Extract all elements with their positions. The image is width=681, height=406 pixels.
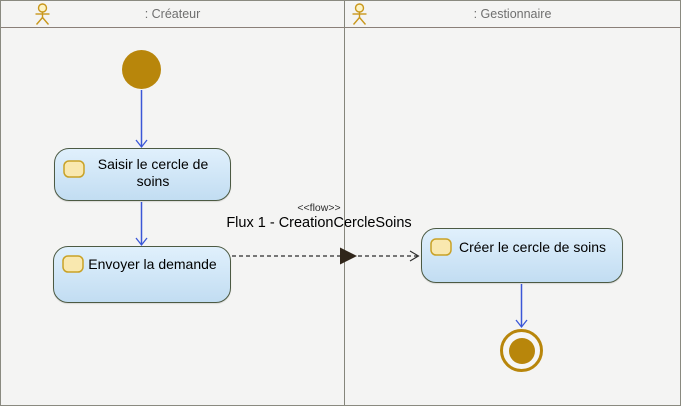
- activity-saisir-le-cercle-de-soins[interactable]: Saisir le cercle de soins: [54, 148, 231, 201]
- activity-label: Saisir le cercle de soins: [97, 156, 209, 189]
- activity-marker-icon: [62, 255, 84, 273]
- lane-title-gestionnaire: : Gestionnaire: [473, 7, 552, 21]
- activity-label: Créer le cercle de soins: [458, 239, 607, 255]
- lane-boundary-line: [344, 1, 345, 405]
- activity-creer-le-cercle-de-soins[interactable]: Créer le cercle de soins: [421, 228, 623, 283]
- actor-icon: [352, 3, 367, 25]
- activity-marker-icon: [430, 238, 452, 256]
- control-flow-start-to-saisir[interactable]: [135, 90, 148, 149]
- final-node[interactable]: [500, 329, 543, 372]
- control-flow-saisir-to-envoyer[interactable]: [135, 202, 148, 247]
- activity-marker-icon: [63, 160, 85, 178]
- final-node-inner-circle: [508, 337, 535, 364]
- control-flow-creer-to-final[interactable]: [515, 284, 528, 329]
- flow-edge-envoyer-to-creer[interactable]: [232, 247, 420, 265]
- flow-name: Flux 1 - CreationCercleSoins: [226, 215, 412, 231]
- lane-header-gestionnaire[interactable]: : Gestionnaire: [345, 1, 680, 27]
- flow-open-arrowhead: [409, 250, 420, 262]
- flow-label[interactable]: <<flow>> Flux 1 - CreationCercleSoins: [226, 202, 411, 232]
- activity-label: Envoyer la demande: [88, 256, 217, 272]
- header-separator-line: [1, 27, 680, 28]
- initial-node[interactable]: [122, 50, 161, 89]
- flow-stereotype: <<flow>>: [297, 202, 341, 214]
- activity-envoyer-la-demande[interactable]: Envoyer la demande: [53, 246, 231, 303]
- lane-title-createur: : Créateur: [144, 7, 201, 21]
- actor-icon: [35, 3, 50, 25]
- lane-header-createur[interactable]: : Créateur: [1, 1, 344, 27]
- flow-triangle-arrowhead: [340, 247, 357, 265]
